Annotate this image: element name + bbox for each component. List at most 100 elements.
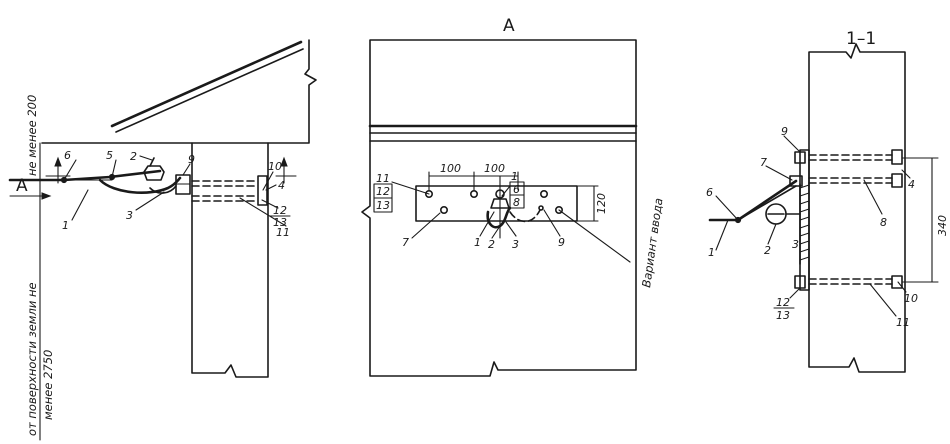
leader-4-s [901, 169, 911, 179]
label-4: 4 [278, 179, 285, 192]
leader-12-13 [261, 199, 279, 209]
leader-11 [239, 197, 287, 227]
label-12-a: 12 [376, 185, 390, 198]
eave-outline [41, 39, 317, 144]
wall-hatch [799, 183, 810, 265]
leader-7-s [765, 165, 793, 181]
label-4-s: 4 [908, 178, 915, 191]
leader-6 [63, 159, 77, 181]
incoming-wire [8, 169, 162, 182]
label-8-s: 8 [880, 216, 887, 229]
roof-slope [110, 40, 303, 128]
plate-section [799, 149, 810, 291]
dim-340: 340 [936, 215, 949, 236]
leader-9-s [783, 135, 801, 153]
leader-7-a [411, 212, 441, 239]
label-11: 11 [276, 226, 290, 239]
drip-loop-3b [149, 185, 177, 194]
label-3-a: 3 [512, 238, 519, 251]
leader-9-a [543, 209, 561, 237]
leader-3 [135, 191, 165, 211]
section-title: 1–1 [846, 29, 876, 49]
roof-slope-inner [115, 48, 304, 133]
label-13: 13 [273, 216, 287, 229]
label-13-a: 13 [376, 199, 390, 212]
dim-120: 120 [595, 193, 608, 214]
label-11-a: 11 [376, 172, 390, 185]
mount-plate [415, 185, 578, 222]
label-1-bottom: 1 [474, 236, 481, 249]
label-12: 12 [273, 204, 287, 217]
bolt-plate-4 [257, 175, 268, 206]
label-11-s: 11 [896, 316, 910, 329]
label-1: 1 [62, 219, 69, 232]
variant-note: Вариант ввода [639, 197, 665, 288]
nut-lower [891, 275, 903, 289]
leader-1 [71, 189, 89, 221]
label-9-s: 9 [781, 125, 788, 138]
view-a-title: A [503, 16, 515, 36]
drip-loop-front-2 [509, 209, 541, 223]
leader-11-s [869, 283, 897, 317]
label-2-s: 2 [764, 244, 771, 257]
right-view-section: 1–1 340 9 [706, 29, 949, 373]
label-13-s: 13 [776, 309, 790, 322]
section-mark-right-arrow [280, 156, 288, 167]
bolt-hole-1 [424, 190, 433, 199]
label-6-s: 6 [706, 186, 713, 199]
leader-6-s [715, 195, 739, 221]
dim-100-b: 100 [484, 162, 505, 175]
leader-10 [262, 171, 274, 191]
note-from-ground: от поверхности земли не [25, 282, 39, 436]
wall-outline-section [808, 43, 906, 373]
leader-3-a [505, 221, 517, 237]
label-9-a: 9 [558, 236, 565, 249]
leader-1-bottom [479, 211, 495, 237]
pillar-outline [191, 142, 269, 378]
dim-100-a: 100 [440, 162, 461, 175]
leader-2-s [767, 223, 777, 245]
leader-11-a [391, 181, 430, 195]
leader-10-s [897, 281, 907, 293]
leader-2-a [491, 225, 501, 239]
middle-view-a: A 100 100 120 11 12 1 [361, 16, 666, 377]
leader-1-top [501, 185, 511, 197]
label-3: 3 [126, 209, 133, 222]
leader-8-s [863, 179, 883, 215]
left-view: A 6 5 2 9 3 10 4 12 13 11 1 не менее 200… [8, 39, 317, 441]
wall-outline-a [361, 39, 637, 377]
section-mark-left-arrow [54, 156, 62, 167]
label-1-s: 1 [708, 246, 715, 259]
label-7-s: 7 [760, 156, 767, 169]
bolt-hole-6 [538, 205, 544, 211]
bolt-hole-5 [554, 206, 563, 215]
drip-loop-3 [98, 176, 182, 194]
view-arrow-a-label: A [16, 176, 28, 196]
bolt-hole-4 [539, 190, 548, 199]
leader-12-13-s [789, 287, 801, 299]
view-arrow-a-head [41, 192, 52, 200]
label-2-a: 2 [488, 238, 495, 251]
insulator-2 [143, 165, 165, 181]
note-min-2750: менее 2750 [41, 350, 55, 420]
label-7-a: 7 [402, 236, 409, 249]
label-1-top: 1 [511, 170, 518, 183]
leader-9 [182, 163, 191, 176]
nut-upper [891, 149, 903, 165]
leader-variant [558, 209, 631, 263]
label-10: 10 [268, 160, 282, 173]
note-min-200: не менее 200 [25, 95, 39, 176]
nut-mid [891, 173, 903, 188]
leader-2 [139, 155, 153, 161]
insulator-hook [149, 157, 155, 167]
label-6-a: 6 [513, 183, 520, 196]
leader-4 [265, 184, 277, 191]
label-12-s: 12 [776, 296, 790, 309]
leader-5 [111, 159, 117, 178]
label-3-s: 3 [792, 238, 799, 251]
leader-1-s [715, 219, 729, 251]
label-6: 6 [64, 149, 71, 162]
label-9: 9 [188, 153, 195, 166]
bolt-hole-3 [469, 190, 478, 199]
